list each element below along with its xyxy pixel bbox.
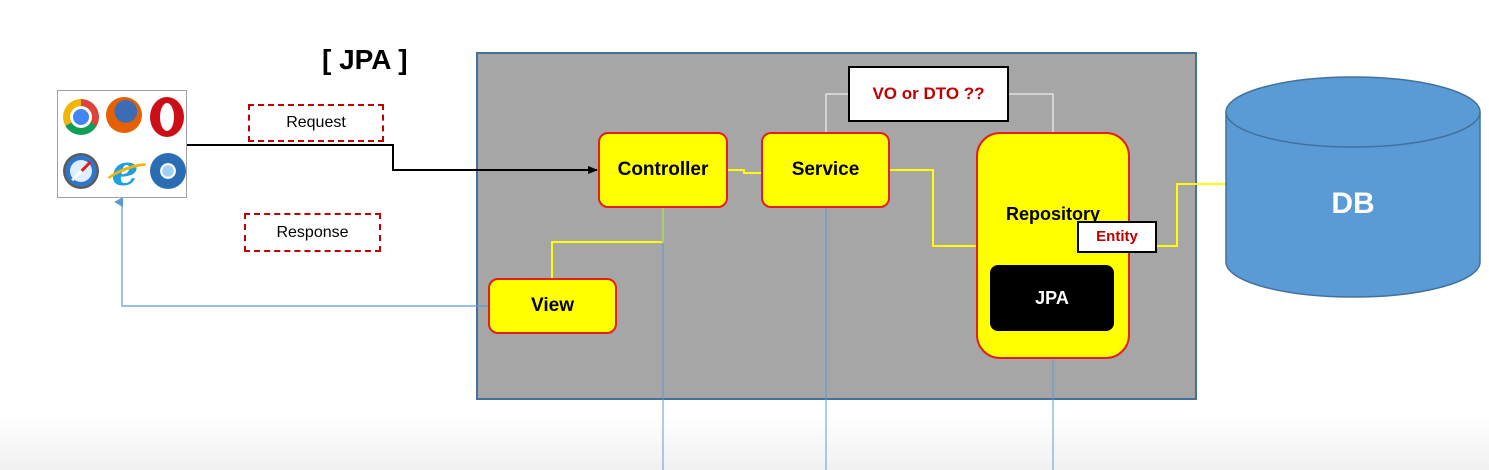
entity-note: Entity <box>1077 221 1157 253</box>
response-label: Response <box>244 213 381 252</box>
service-node: Service <box>761 132 890 208</box>
controller-node: Controller <box>598 132 728 208</box>
entity-db-wire <box>1157 183 1226 247</box>
diagram-title: [ JPA ] <box>322 44 408 75</box>
repository-label: Repository <box>1005 204 1101 224</box>
opera-icon <box>150 97 184 137</box>
response-arrow <box>114 197 488 307</box>
safari-icon <box>63 153 99 189</box>
firefox-icon <box>106 97 142 133</box>
request-arrow <box>187 144 598 174</box>
controller-view-wire <box>551 208 664 278</box>
vo-dto-note: VO or DTO ?? <box>848 66 1009 122</box>
controller-service-wire <box>728 169 761 174</box>
internet-explorer-icon: e <box>106 150 144 192</box>
request-label: Request <box>248 104 384 142</box>
service-repository-wire <box>890 169 976 247</box>
jpa-node: JPA <box>990 265 1114 331</box>
chromium-icon <box>150 153 186 189</box>
vo-dto-bracket <box>825 93 1054 132</box>
chrome-icon <box>63 99 99 135</box>
view-node: View <box>488 278 617 334</box>
database-cylinder <box>1225 76 1481 298</box>
database-label: DB <box>1331 187 1375 220</box>
client-browsers: e <box>57 90 187 198</box>
